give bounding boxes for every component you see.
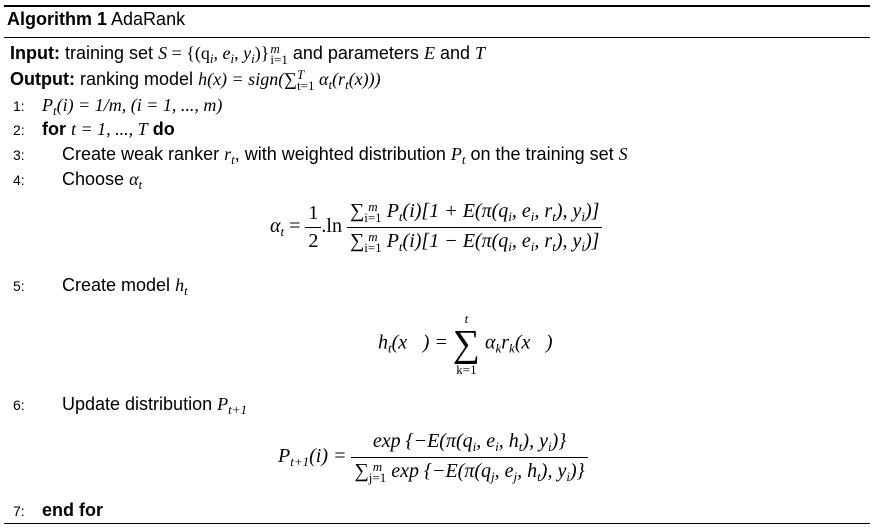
input-prefix: training set [65,43,154,63]
step-number: 7: [13,503,25,519]
step-number: 6: [13,397,25,413]
summation: t ∑ k=1 [452,311,480,377]
bottom-rule [4,523,870,524]
equation-h: ht(x⃗) = t ∑ k=1 αkrk(x⃗) [378,311,553,377]
equation-p: Pt+1(i) = exp {−E(π(qi, ei, ht), yi)} ∑m… [278,430,588,485]
step-5: Create model ht [62,275,188,298]
step-1: Pt(i) = 1/m, (i = 1, ..., m) [42,95,223,118]
step-number: 4: [13,172,25,188]
output-prefix: ranking model [79,69,194,89]
fraction-half: 1 2 [305,202,322,253]
algorithm-name: AdaRank [111,9,186,29]
input-label: Input: [10,43,60,63]
step-3: Create weak ranker rt, with weighted dis… [62,144,628,167]
header-rule [4,37,870,38]
top-rule [4,5,870,7]
algorithm-label: Algorithm 1 [7,9,108,29]
step-number: 2: [13,122,25,138]
step-number: 1: [13,98,25,114]
step-number: 3: [13,147,25,163]
step-number: 5: [13,278,25,294]
input-and-params: and parameters [292,43,419,63]
step-6: Update distribution Pt+1 [62,394,247,417]
step-2: for t = 1, ..., T do [42,119,175,139]
step-7: end for [42,500,103,520]
output-label: Output: [10,69,75,89]
step-4: Choose αt [62,169,143,192]
algorithm-title: Algorithm 1 AdaRank [7,9,185,30]
